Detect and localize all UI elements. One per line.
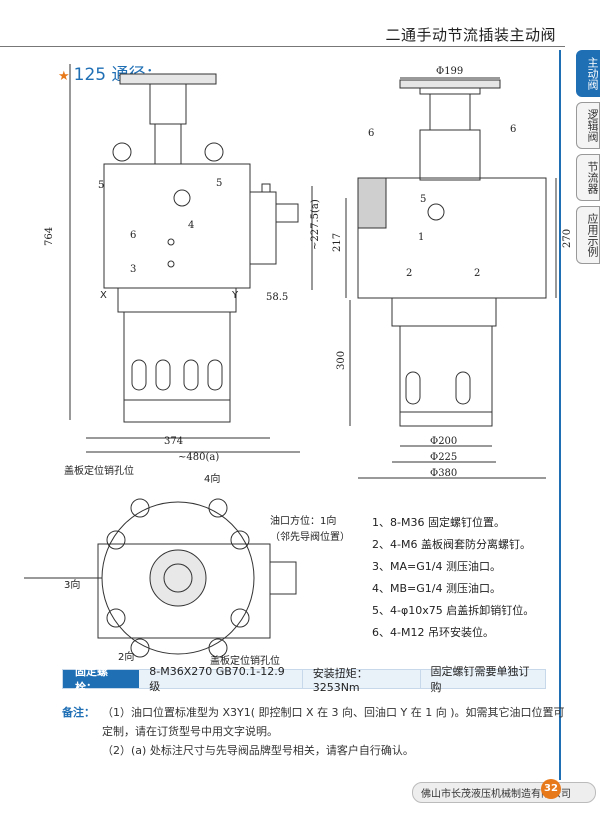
- footer-company: 佛山市长茂液压机械制造有限公司: [412, 782, 596, 803]
- note-item: 2、4-M6 盖板阀套防分离螺钉。: [372, 538, 531, 551]
- dim-h1: 217: [332, 233, 343, 252]
- callout-5a: 5: [98, 180, 104, 191]
- bolt-spec-bar: 固定螺栓： 8-M36X270 GB70.1-12.9 级 安装扭矩：3253N…: [62, 665, 546, 694]
- remarks-label: 备注：: [62, 706, 95, 719]
- dim-h2: 270: [562, 229, 573, 248]
- port-y: Y: [231, 290, 239, 301]
- bolt-torque: 安装扭矩：3253Nm: [303, 667, 421, 694]
- dim-depth: ~227.5(a): [310, 199, 321, 250]
- dim-height: 764: [44, 227, 55, 246]
- port-x: X: [100, 290, 107, 301]
- dim-d1: Φ200: [430, 436, 457, 447]
- page-header: 二通手动节流插装主动阀: [385, 26, 556, 44]
- dim-h3: 300: [336, 351, 347, 370]
- side-tab-application[interactable]: 应用示例: [576, 206, 600, 264]
- side-callout-6b: 6: [510, 124, 516, 135]
- dim-d3: Φ380: [430, 468, 457, 479]
- front-view: [69, 64, 313, 453]
- note-item: 5、4-φ10x75 启盖拆卸销钉位。: [372, 604, 535, 617]
- note-item: 1、8-M36 固定螺钉位置。: [372, 516, 505, 529]
- notes-list: 1、8-M36 固定螺钉位置。 2、4-M6 盖板阀套防分离螺钉。 3、MA=G…: [372, 512, 534, 644]
- remark-2: （2）(a) 处标注尺寸与先导阀品牌型号相关，请客户自行确认。: [102, 744, 414, 757]
- bolt-spec: 8-M36X270 GB70.1-12.9 级: [139, 665, 303, 693]
- callout-4: 4: [188, 220, 194, 231]
- side-callout-6a: 6: [368, 128, 374, 139]
- side-callout-1: 1: [418, 232, 424, 243]
- dim-top-dia: Φ199: [436, 66, 463, 77]
- label-pilot-pos: （邻先导阀位置）: [270, 530, 350, 543]
- label-dir2: 2向: [118, 650, 134, 663]
- side-view: [345, 77, 557, 479]
- star-icon: ★: [58, 69, 70, 84]
- remark-1: （1）油口位置标准型为 X3Y1( 即控制口 X 在 3 向、回油口 Y 在 1…: [102, 706, 565, 738]
- label-dir4: 4向: [204, 472, 220, 485]
- side-callout-2b: 2: [474, 268, 480, 279]
- label-port-dir: 油口方位：1向: [270, 514, 336, 527]
- side-callout-5: 5: [420, 194, 426, 205]
- note-item: 4、MB=G1/4 测压油口。: [372, 582, 501, 595]
- note-item: 3、MA=G1/4 测压油口。: [372, 560, 501, 573]
- bolt-note: 固定螺钉需要单独订购: [430, 665, 530, 694]
- dim-offset: 58.5: [266, 292, 288, 303]
- top-view: [24, 498, 297, 658]
- side-tab-logic-valve[interactable]: 逻辑阀: [576, 102, 600, 149]
- side-callout-2a: 2: [406, 268, 412, 279]
- label-cover-pin-top: 盖板定位销孔位: [64, 464, 134, 477]
- callout-6: 6: [130, 230, 136, 241]
- label-dir3: 3向: [64, 578, 80, 591]
- callout-5b: 5: [216, 178, 222, 189]
- note-item: 6、4-M12 吊环安装位。: [372, 626, 494, 639]
- header-rule: [0, 46, 565, 47]
- bolt-label: 固定螺栓：: [63, 665, 140, 694]
- label-cover-pin-bottom: 盖板定位销孔位: [210, 654, 280, 667]
- dim-overall: ~480(a): [178, 452, 219, 463]
- side-tabs: 主动阀 逻辑阀 节流器 应用示例: [576, 50, 600, 269]
- accent-line: [559, 50, 561, 780]
- dim-width: 374: [164, 436, 183, 447]
- page-number: 32: [541, 779, 561, 799]
- remarks: 备注： （1）油口位置标准型为 X3Y1( 即控制口 X 在 3 向、回油口 Y …: [62, 703, 572, 760]
- callout-3: 3: [130, 264, 136, 275]
- dim-d2: Φ225: [430, 452, 457, 463]
